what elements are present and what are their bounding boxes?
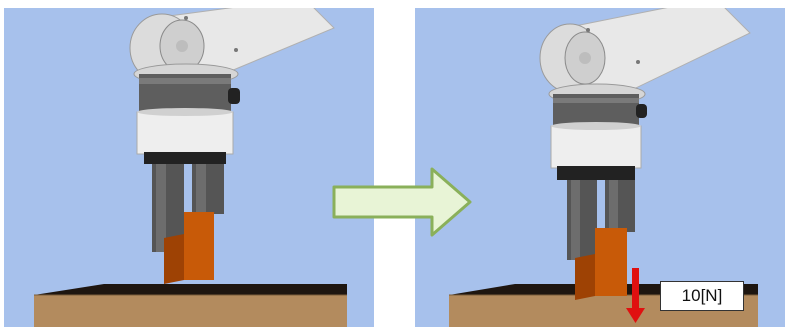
robot-wrist [137,74,240,164]
robot-wrist [551,94,647,180]
right-block-arrow-icon [332,167,474,237]
panel-before-contact [4,8,374,327]
transition-arrow [332,167,474,237]
force-label: 10[N] [660,281,744,311]
scene-before-contact [4,8,374,327]
table [34,284,347,327]
